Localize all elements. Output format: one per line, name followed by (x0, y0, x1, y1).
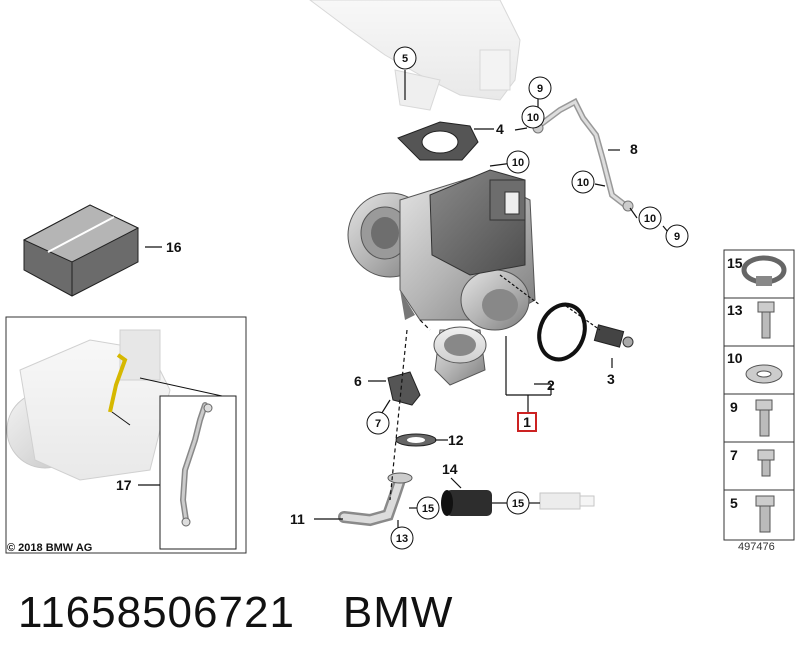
side-item-15: 15 (727, 255, 743, 271)
callout-17: 17 (116, 477, 132, 493)
box-part-16 (22, 204, 140, 297)
callout-10-a: 10 (521, 105, 545, 129)
gasket-part-4 (397, 121, 479, 161)
callout-4: 4 (496, 121, 504, 137)
callout-7: 7 (366, 411, 390, 435)
svg-text:10: 10 (577, 177, 589, 189)
svg-text:9: 9 (537, 83, 543, 95)
svg-text:5: 5 (402, 53, 408, 65)
svg-text:15: 15 (512, 498, 524, 510)
callout-9-top: 9 (528, 76, 552, 100)
connector-part-15 (539, 492, 595, 510)
svg-text:13: 13 (396, 533, 408, 545)
turbocharger (347, 169, 536, 386)
gasket-part-12 (395, 433, 437, 447)
svg-text:15: 15 (422, 503, 434, 515)
callout-9-bottom: 9 (665, 224, 689, 248)
callout-15-right: 15 (506, 491, 530, 515)
part-number: 11658506721 (18, 588, 295, 637)
sensor-part-3 (593, 324, 634, 348)
side-item-10: 10 (727, 350, 743, 366)
callout-6: 6 (354, 373, 362, 389)
callout-11: 11 (290, 511, 305, 527)
pipe-part-11 (338, 472, 413, 527)
bracket-part-6 (387, 371, 421, 406)
callout-10-d: 10 (638, 206, 662, 230)
svg-text:7: 7 (375, 418, 381, 430)
callout-1-highlight: 1 (517, 412, 537, 432)
side-item-9: 9 (730, 399, 738, 415)
callout-12: 12 (448, 432, 464, 448)
exhaust-manifold (309, 0, 521, 111)
svg-text:10: 10 (527, 112, 539, 124)
side-panel (723, 249, 795, 541)
callout-8: 8 (630, 141, 638, 157)
callout-5: 5 (393, 46, 417, 70)
diagram-id: 497476 (738, 541, 775, 553)
callout-2: 2 (547, 377, 555, 393)
callout-14: 14 (442, 461, 458, 477)
svg-text:1: 1 (523, 414, 531, 430)
footer-caption: 11658506721 BMW (18, 588, 501, 638)
brand-name: BMW (342, 588, 454, 637)
oil-line-part-8 (532, 97, 634, 212)
callout-16: 16 (166, 239, 182, 255)
side-item-5: 5 (730, 495, 738, 511)
svg-text:9: 9 (674, 231, 680, 243)
svg-text:10: 10 (644, 213, 656, 225)
callout-15-left: 15 (416, 496, 440, 520)
inset-box (5, 316, 247, 554)
hose-part-14 (441, 490, 492, 516)
callout-10-b: 10 (506, 150, 530, 174)
callout-10-c: 10 (571, 170, 595, 194)
side-item-7: 7 (730, 447, 738, 463)
copyright: © 2018 BMW AG (7, 542, 93, 554)
o-ring-part-2 (537, 302, 587, 362)
svg-text:10: 10 (512, 157, 524, 169)
side-item-13: 13 (727, 302, 743, 318)
callout-13: 13 (390, 526, 414, 550)
callout-3: 3 (607, 371, 615, 387)
